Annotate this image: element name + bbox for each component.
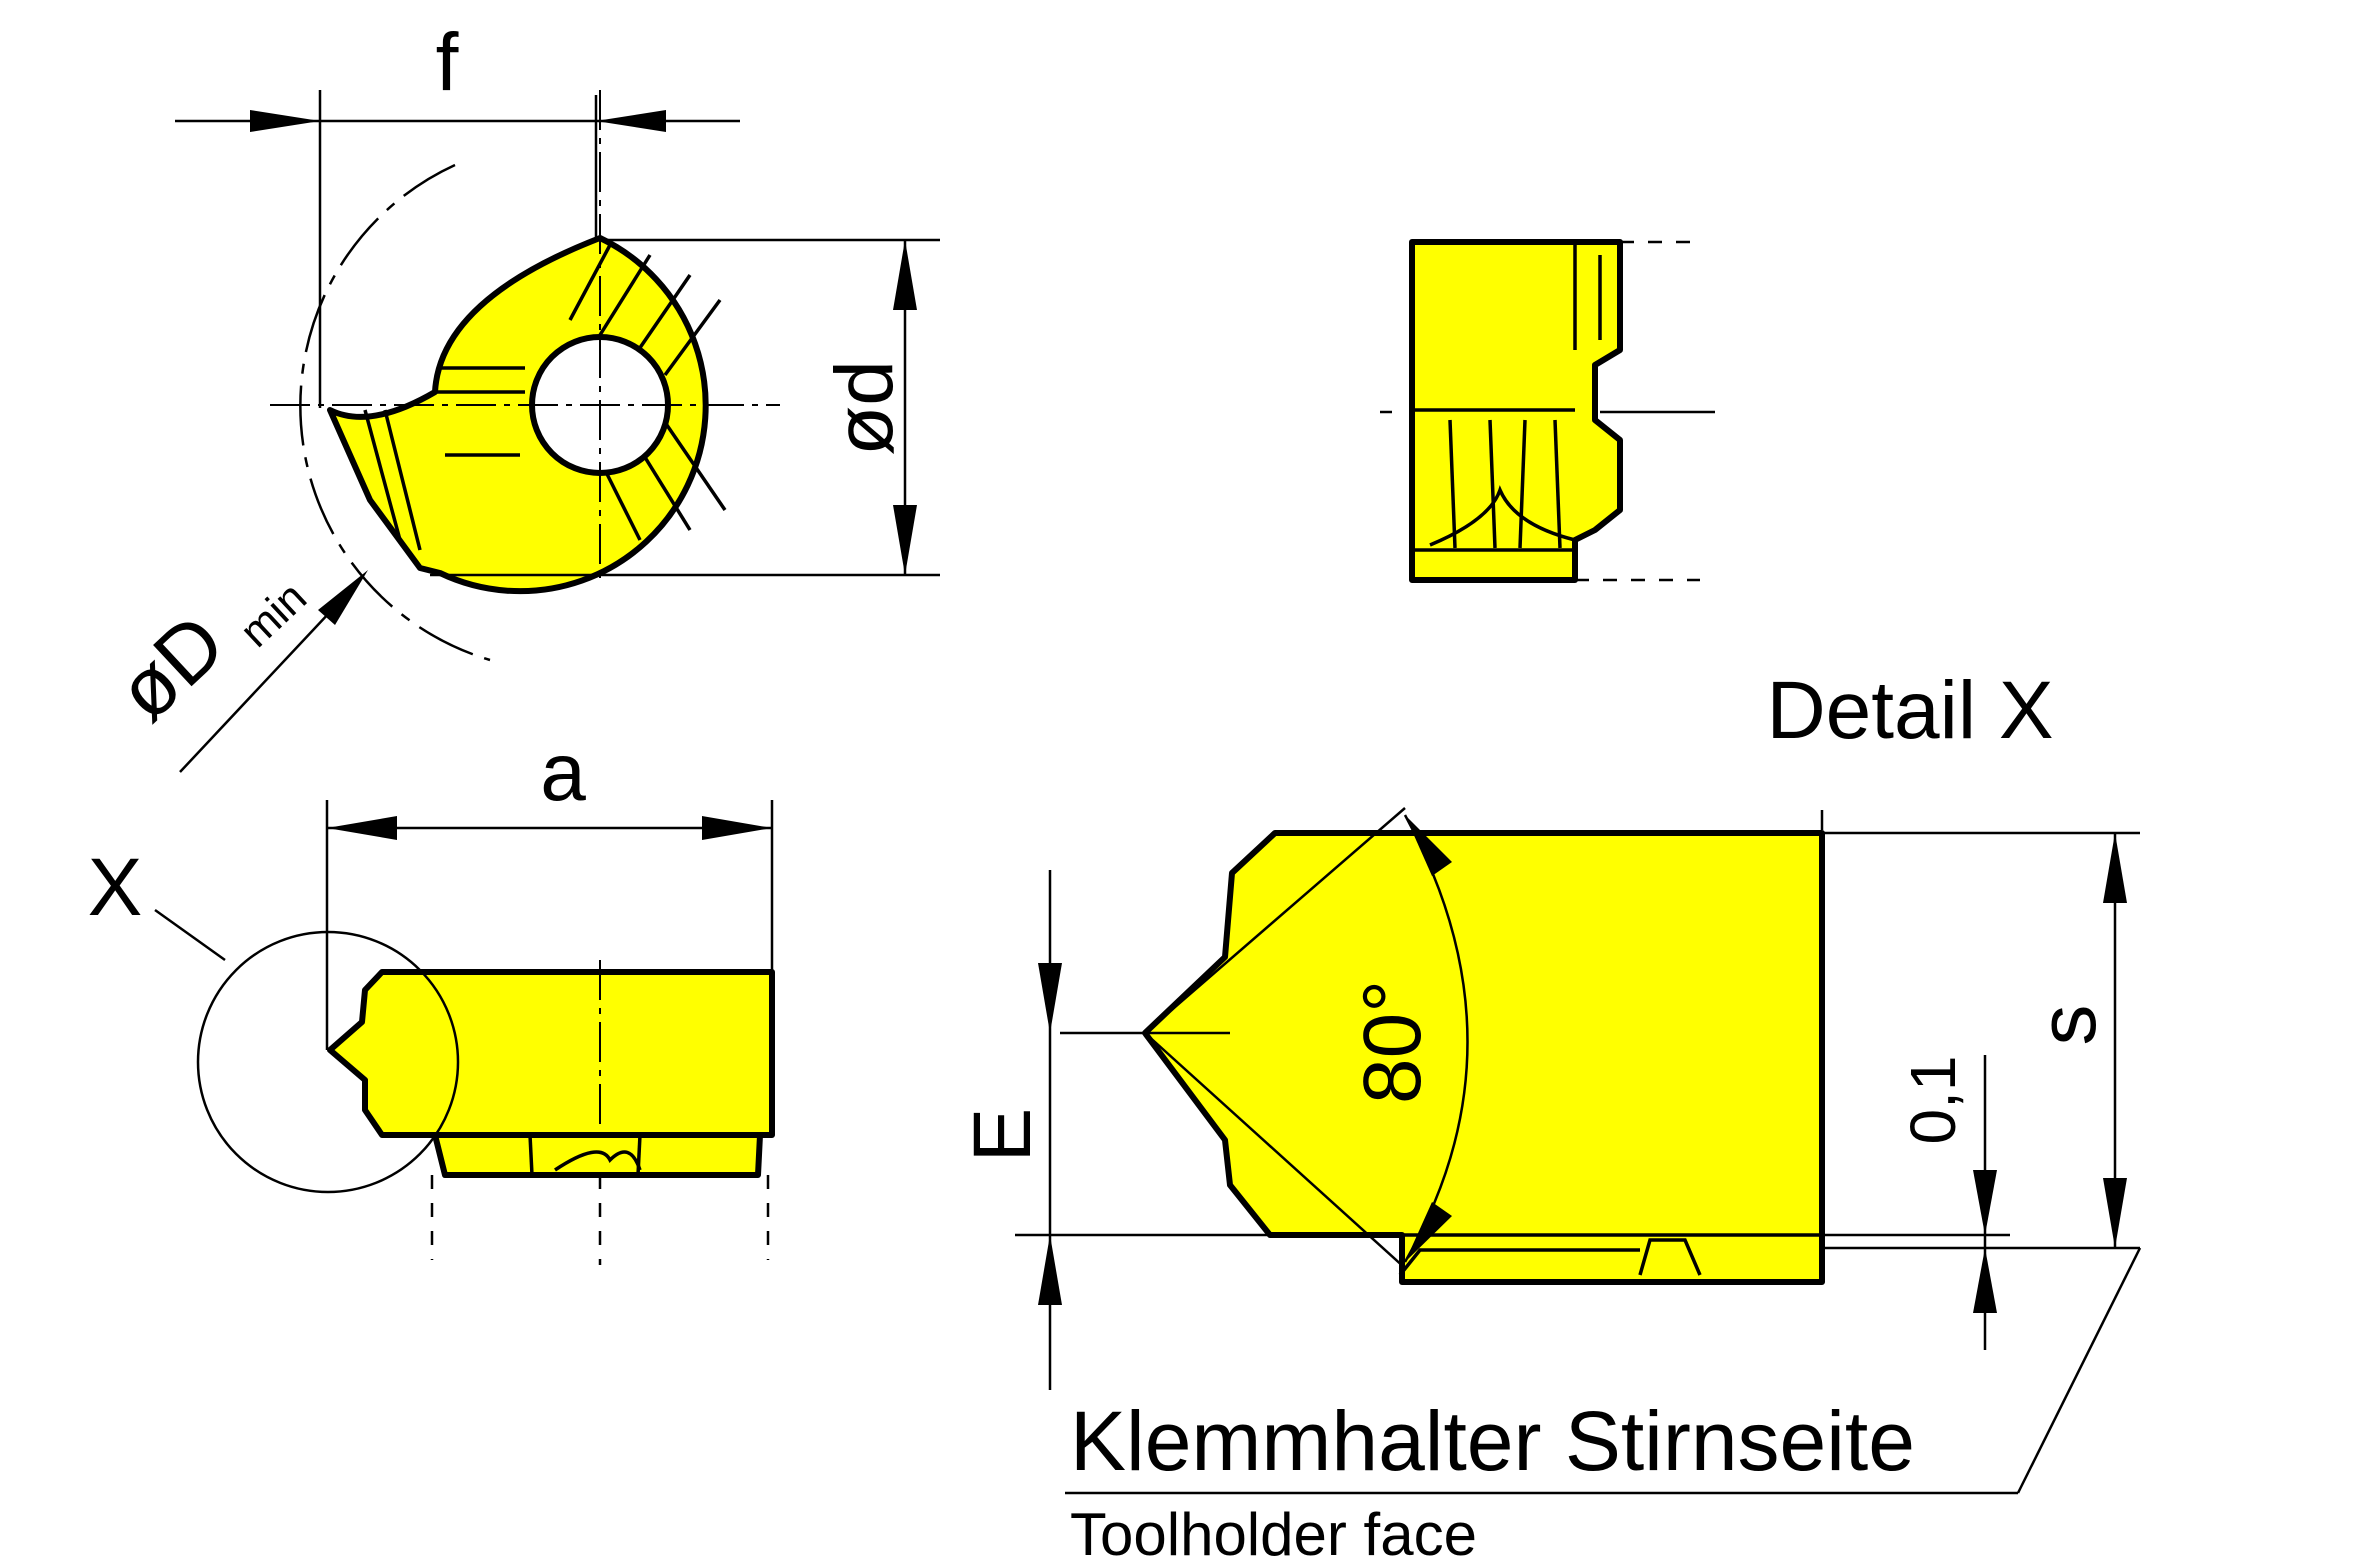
dim-s: s	[1822, 831, 2140, 1250]
detail-x-insert: 80°	[1060, 807, 1825, 1285]
label-a: a	[540, 727, 586, 818]
label-holder-face-en: Toolholder face	[1070, 1501, 1477, 1559]
dim-e: E	[957, 870, 2010, 1390]
dim-d: ød	[430, 238, 940, 577]
dim-dmin: øD min	[100, 570, 368, 773]
label-tolerance: 0,1	[1897, 1056, 1969, 1145]
top-view-insert: X	[88, 842, 775, 1265]
label-s: s	[2022, 1005, 2113, 1046]
detail-title: Detail X	[1766, 665, 2053, 756]
toolholder-face-leader: Klemmhalter Stirnseite Toolholder face	[1065, 1247, 2142, 1559]
dim-tolerance: 0,1	[1897, 1055, 1997, 1350]
side-view-insert	[1380, 239, 1715, 583]
dim-a: a	[325, 727, 774, 1050]
label-d: ød	[819, 360, 910, 456]
dim-f: f	[175, 17, 740, 408]
front-view-insert	[270, 90, 780, 662]
label-dmin: øD	[100, 597, 242, 738]
label-holder-face-de: Klemmhalter Stirnseite	[1070, 1394, 1915, 1488]
label-e: E	[957, 1108, 1048, 1163]
label-dmin-sub: min	[231, 573, 316, 657]
label-x: X	[88, 842, 143, 933]
front-view-flutes	[363, 244, 727, 551]
label-angle: 80°	[1347, 980, 1438, 1104]
label-f: f	[436, 17, 459, 108]
